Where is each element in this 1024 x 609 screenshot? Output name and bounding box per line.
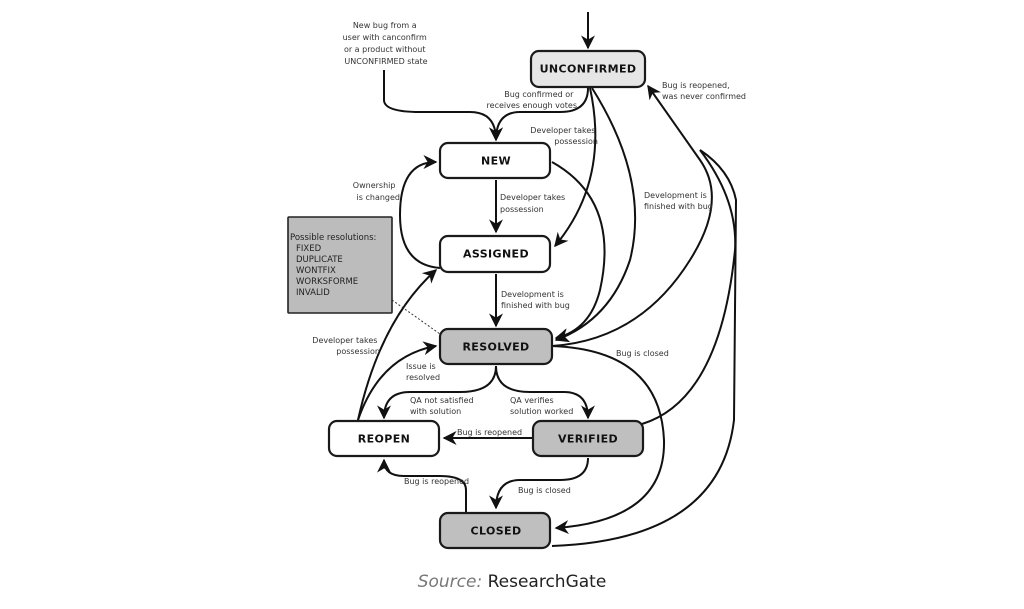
state-label: RESOLVED	[462, 341, 529, 354]
resolutions-note: Possible resolutions: FIXED DUPLICATE WO…	[287, 216, 393, 314]
note-title: Possible resolutions:	[290, 233, 376, 243]
edge-verified-unconfirmed	[641, 149, 737, 425]
label-bug-reopened-verified: Bug is reopened	[457, 428, 522, 437]
state-label: ASSIGNED	[463, 248, 529, 261]
state-label: CLOSED	[470, 525, 521, 538]
edge-unconfirmed-resolved	[554, 87, 637, 343]
state-assigned: ASSIGNED	[438, 234, 552, 274]
source-name: ResearchGate	[487, 572, 607, 592]
state-label: VERIFIED	[558, 433, 618, 446]
label-issue-resolved: Issue is resolved	[406, 362, 440, 382]
label-qa-not-satisfied: QA not satisfied with solution	[410, 396, 476, 416]
label-dev-finished-unconfirmed: Development is finished with bug	[644, 191, 713, 211]
label-bug-reopened-never: Bug is reopened, was never confirmed	[662, 81, 746, 101]
state-label: REOPEN	[358, 433, 411, 446]
edge-new-resolved	[551, 161, 606, 342]
note-connector	[391, 299, 441, 335]
edge-unconfirmed-new	[489, 87, 589, 142]
label-ownership: Ownership is changed	[353, 181, 400, 202]
state-verified: VERIFIED	[531, 419, 645, 458]
edge-reopen-assigned	[357, 269, 438, 421]
label-dev-takes-new: Developer takes possession	[500, 193, 568, 214]
label-dev-takes-unconfirmed: Developer takes possession	[530, 126, 598, 146]
label-dev-finished-assigned: Development is finished with bug	[501, 290, 570, 310]
state-label: UNCONFIRMED	[540, 63, 637, 76]
edge-resolved-closed	[551, 345, 666, 535]
state-unconfirmed: UNCONFIRMED	[529, 49, 647, 89]
edge-reopen-resolved	[357, 341, 438, 421]
label-dev-takes-reopen: Developer takes possession	[312, 336, 380, 356]
state-resolved: RESOLVED	[438, 327, 554, 366]
state-closed: CLOSED	[438, 511, 552, 550]
state-new: NEW	[438, 141, 552, 180]
edges	[357, 12, 738, 547]
edge-closed-unconfirmed	[551, 149, 738, 547]
note-item: FIXED	[296, 244, 322, 254]
edge-newbug-new	[383, 70, 503, 142]
state-reopen: REOPEN	[327, 419, 441, 458]
note-item: WORKSFORME	[296, 277, 358, 287]
source-caption: Source: ResearchGate	[0, 572, 1024, 592]
edge-resolved-reopen	[377, 365, 497, 420]
label-bug-closed-resolved: Bug is closed	[616, 349, 669, 358]
label-confirmed: Bug confirmed or receives enough votes	[487, 90, 577, 110]
edge-assigned-new	[398, 155, 441, 269]
edge-closed-reopen	[377, 458, 467, 512]
edge-resolved-verified	[495, 365, 595, 420]
edge-resolved-unconfirmed	[551, 84, 713, 347]
note-item: DUPLICATE	[296, 255, 343, 265]
label-bug-reopened-closed: Bug is reopened	[404, 477, 469, 486]
edge-unconfirmed-assigned	[554, 87, 597, 248]
edge-verified-closed	[489, 457, 589, 510]
state-label: NEW	[481, 155, 511, 168]
note-item: INVALID	[296, 288, 330, 298]
label-new-bug: New bug from a user with canconfirm or a…	[343, 21, 430, 66]
edge-labels: New bug from a user with canconfirm or a…	[312, 21, 746, 495]
source-label: Source:	[417, 572, 483, 592]
note-item: WONTFIX	[296, 266, 336, 276]
label-qa-verifies: QA verifies solution worked	[510, 396, 573, 416]
label-bug-closed-verified: Bug is closed	[518, 486, 571, 495]
